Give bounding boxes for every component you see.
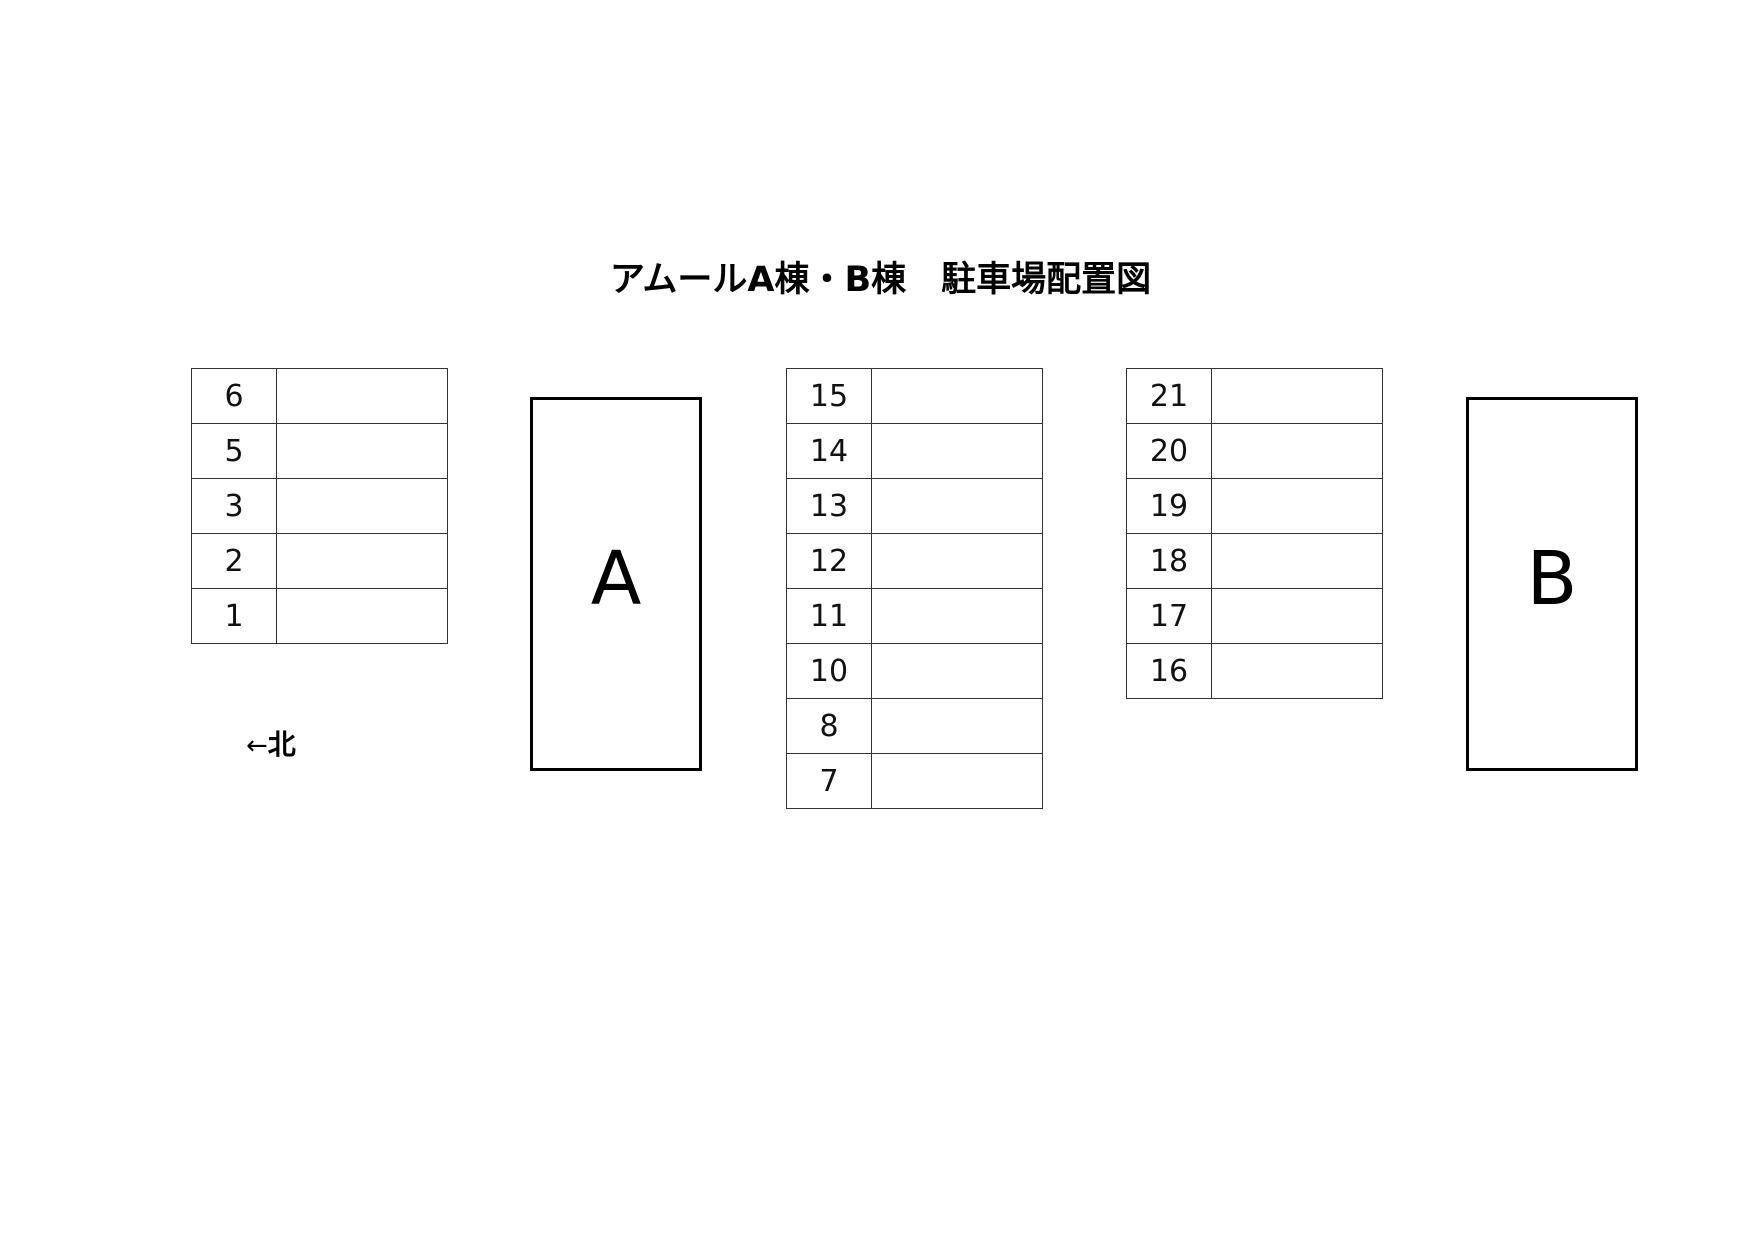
parking-table-left: 6 5 3 2 1 [191,368,448,644]
parking-space-number: 2 [191,533,277,589]
parking-space-occupant [871,423,1043,479]
parking-space-occupant [871,368,1043,424]
parking-row: 11 [786,588,1043,644]
parking-space-number: 19 [1126,478,1212,534]
parking-row: 17 [1126,588,1383,644]
parking-row: 12 [786,533,1043,589]
parking-space-occupant [871,588,1043,644]
parking-row: 10 [786,643,1043,699]
parking-space-occupant [276,368,448,424]
parking-row: 18 [1126,533,1383,589]
parking-space-occupant [276,588,448,644]
building-a: A [530,397,702,771]
building-b-label: B [1526,536,1578,622]
north-indicator: ←北 [246,728,296,763]
parking-space-number: 16 [1126,643,1212,699]
parking-space-occupant [871,753,1043,809]
parking-table-right: 21 20 19 18 17 16 [1126,368,1383,699]
parking-space-occupant [1211,643,1383,699]
parking-row: 6 [191,368,448,424]
parking-space-occupant [1211,478,1383,534]
parking-space-occupant [1211,588,1383,644]
north-label: 北 [267,728,296,761]
parking-space-occupant [1211,423,1383,479]
building-a-label: A [590,536,642,622]
parking-table-middle: 15 14 13 12 11 10 8 7 [786,368,1043,809]
parking-space-number: 7 [786,753,872,809]
parking-space-occupant [276,533,448,589]
parking-space-number: 10 [786,643,872,699]
parking-row: 5 [191,423,448,479]
parking-row: 13 [786,478,1043,534]
parking-row: 7 [786,753,1043,809]
parking-space-number: 17 [1126,588,1212,644]
parking-space-occupant [1211,533,1383,589]
page-title: アムールA棟・B棟 駐車場配置図 [609,260,1152,300]
parking-space-number: 1 [191,588,277,644]
parking-space-number: 14 [786,423,872,479]
parking-space-occupant [1211,368,1383,424]
parking-space-occupant [871,698,1043,754]
parking-row: 14 [786,423,1043,479]
parking-space-occupant [276,478,448,534]
parking-space-number: 8 [786,698,872,754]
parking-space-number: 12 [786,533,872,589]
parking-space-number: 5 [191,423,277,479]
parking-space-number: 3 [191,478,277,534]
parking-space-number: 21 [1126,368,1212,424]
arrow-left-icon: ← [246,731,268,761]
parking-row: 2 [191,533,448,589]
parking-row: 20 [1126,423,1383,479]
parking-row: 21 [1126,368,1383,424]
parking-space-number: 18 [1126,533,1212,589]
parking-row: 19 [1126,478,1383,534]
parking-space-occupant [871,643,1043,699]
parking-space-occupant [276,423,448,479]
parking-space-number: 13 [786,478,872,534]
parking-row: 1 [191,588,448,644]
parking-space-number: 6 [191,368,277,424]
parking-space-number: 20 [1126,423,1212,479]
parking-space-number: 15 [786,368,872,424]
parking-space-number: 11 [786,588,872,644]
parking-space-occupant [871,478,1043,534]
building-b: B [1466,397,1638,771]
parking-row: 3 [191,478,448,534]
parking-row: 16 [1126,643,1383,699]
parking-space-occupant [871,533,1043,589]
parking-row: 15 [786,368,1043,424]
parking-row: 8 [786,698,1043,754]
